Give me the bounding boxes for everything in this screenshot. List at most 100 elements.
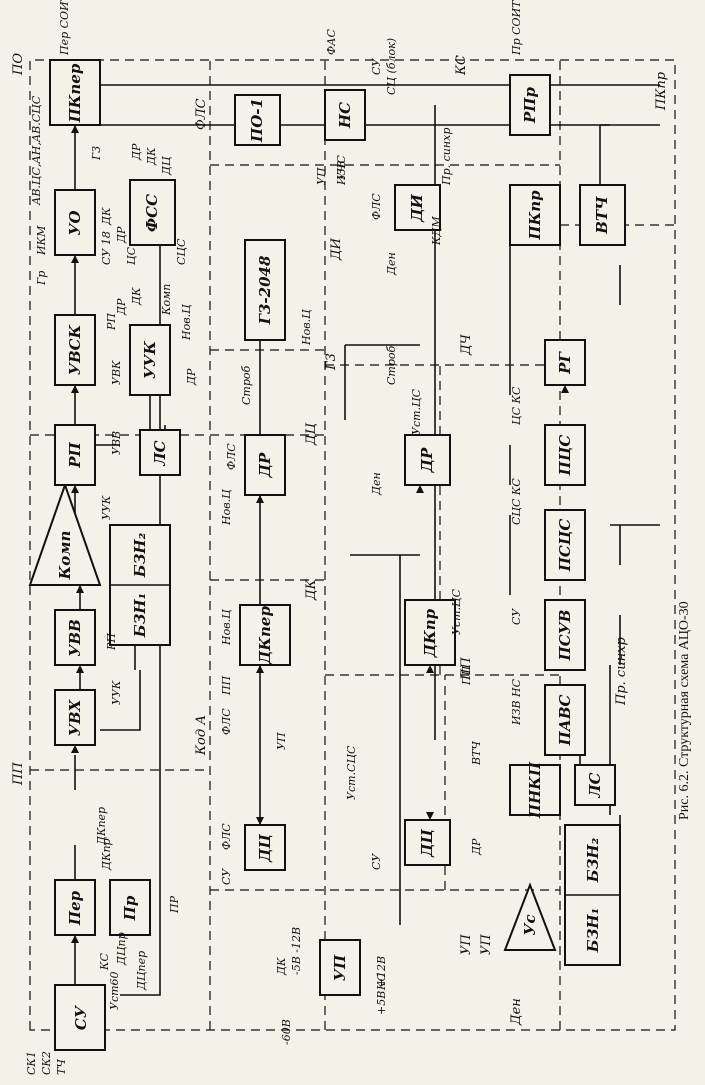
label-up: УП [331,954,349,981]
label-ns: НС [336,102,354,129]
sig-sc-a: ЦС [125,246,138,265]
zone-label-pp2: ПП [459,657,474,681]
label-bzn2: БЗН₂ [131,532,149,578]
sig-uchs: УЧС [335,155,348,180]
sig-su18: СУ 18 [100,231,113,265]
block-dr1 [244,434,286,496]
sig-su-c: СУ [370,853,383,870]
sig-den-b: Ден [370,472,383,496]
label-ls2: ЛС [586,772,604,798]
sig-ck1: СК1 [25,1051,38,1075]
block-g3 [244,239,286,341]
label-psuv: ПСУВ [556,610,574,662]
label-dkpr: ДКпр [421,608,439,658]
label-komp: Комп [56,531,74,581]
label-pcs: ПЦС [556,435,574,477]
sig-uuk-b: УУК [110,680,123,705]
label-dr2: ДР [418,447,436,473]
block-pcs [544,424,586,486]
sig-dk-up: ДК [275,957,288,976]
sig-dc-b: ДЦ [160,156,173,176]
sig-dk-pr: ДКпр [100,838,113,871]
zone-labels: ПП ПО ФЛС Г3 ДЦ ДК УП КС ДИ ДЧ ПП ПКпр П… [11,53,669,1026]
sig-novc3: Нов.Ц [220,489,233,526]
label-su: СУ [72,1004,90,1030]
sig-ust-cs: Уст.ЦС [410,388,423,435]
label-pkper: ПКпер [66,63,84,123]
sig-izv-a: ИЗВ [335,160,348,186]
label-pavs: ПАВС [556,694,574,746]
sig-su-b: СУ [220,868,233,885]
label-di: ДИ [408,193,426,222]
label-ls1: ЛС [151,440,169,466]
sig-ikm: ИКМ [35,225,48,256]
sig-ust-cs2: Уст.ЦС [450,588,463,635]
block-ns [324,89,366,141]
label-uo: УО [66,210,84,235]
sig-rp-a: РП [105,313,118,331]
label-dc1: ДЦ [256,834,274,863]
label-bzn1: БЗН₁ [131,593,149,638]
label-pr: Пр [121,895,139,921]
label-rp: РП [66,441,84,468]
block-po1 [234,94,281,146]
sig-dc-per: ДЦпер [135,951,148,991]
sig-scs-a: СЦС [175,238,188,265]
sig-up-b: УП [315,167,328,185]
sig-per-soit: Пер СОИТ [58,0,71,56]
sig-uvv: УВВ [110,431,123,455]
zone-label-kod-a: Код А [194,715,209,756]
sig-izv-ns: ИЗВ НС [510,678,523,726]
zone-label-g3: Г3 [324,353,339,371]
block-uvv [54,609,96,666]
sig-pp-a: ПП [220,675,233,696]
label-po1: ПО-1 [248,98,266,143]
zone-label-dch: ДЧ [459,333,474,356]
sig-av-tops: АВ.ЦС,АН,АВ.СЦС [30,95,43,206]
sig-g3a: Г3 [90,146,103,161]
block-ls1 [139,429,181,476]
label-bzn1b: БЗН₁ [584,908,602,953]
label-dc2: ДЦ [418,829,436,858]
label-bzn2b: БЗН₂ [584,837,602,883]
block-vtch [579,184,626,246]
block-dc1 [244,824,286,871]
label-rg: РГ [556,351,574,375]
sig-komp: Комп [160,284,173,316]
sig-uvk: УВК [110,360,123,385]
block-rpr [509,74,551,136]
sig-dr-e: ДР [470,838,483,856]
block-us [503,882,557,951]
sig-up-a: УП [275,732,288,750]
sig-novc2: Нов.Ц [300,309,313,346]
sig-m5-12: -5В -12В [290,927,303,975]
block-psuv [544,599,586,671]
block-up [319,939,361,996]
block-pr [109,879,151,936]
sig-pr-soit: Пр СОИТ [510,0,523,56]
sig-dk-c: ДК [130,287,143,306]
label-pscs: ПСЦС [556,519,574,573]
sig-ust-scs: Уст.СЦС [345,745,358,800]
sig-pp-b: ПП [460,665,473,686]
label-g3: Г3-2048 [256,255,274,325]
block-pscs [544,509,586,581]
sig-su-top: СУ [370,58,383,75]
sig-sc-top: СЦ (блок) [385,38,398,95]
sig-dk-per: ДКпер [95,807,108,846]
label-dr1: ДР [256,452,274,478]
sig-fls-d: ФЛС [370,193,383,220]
sig-pr-a: ПР [168,895,181,914]
sig-cs-ks: ЦС КС [510,386,523,425]
sig-dc-pr: ДЦпр [115,932,128,966]
sig-dr-b: ДР [130,143,143,161]
sig-ks-up: КС [375,972,388,991]
zone-label-fls: ФЛС [194,98,209,130]
sig-su-d: СУ [510,608,523,625]
sig-tch: ТЧ [55,1059,68,1075]
block-fss [129,179,176,246]
label-uvv: УВВ [66,619,84,657]
zone-label-pp: ПП [11,762,26,786]
block-uuk [129,324,171,396]
